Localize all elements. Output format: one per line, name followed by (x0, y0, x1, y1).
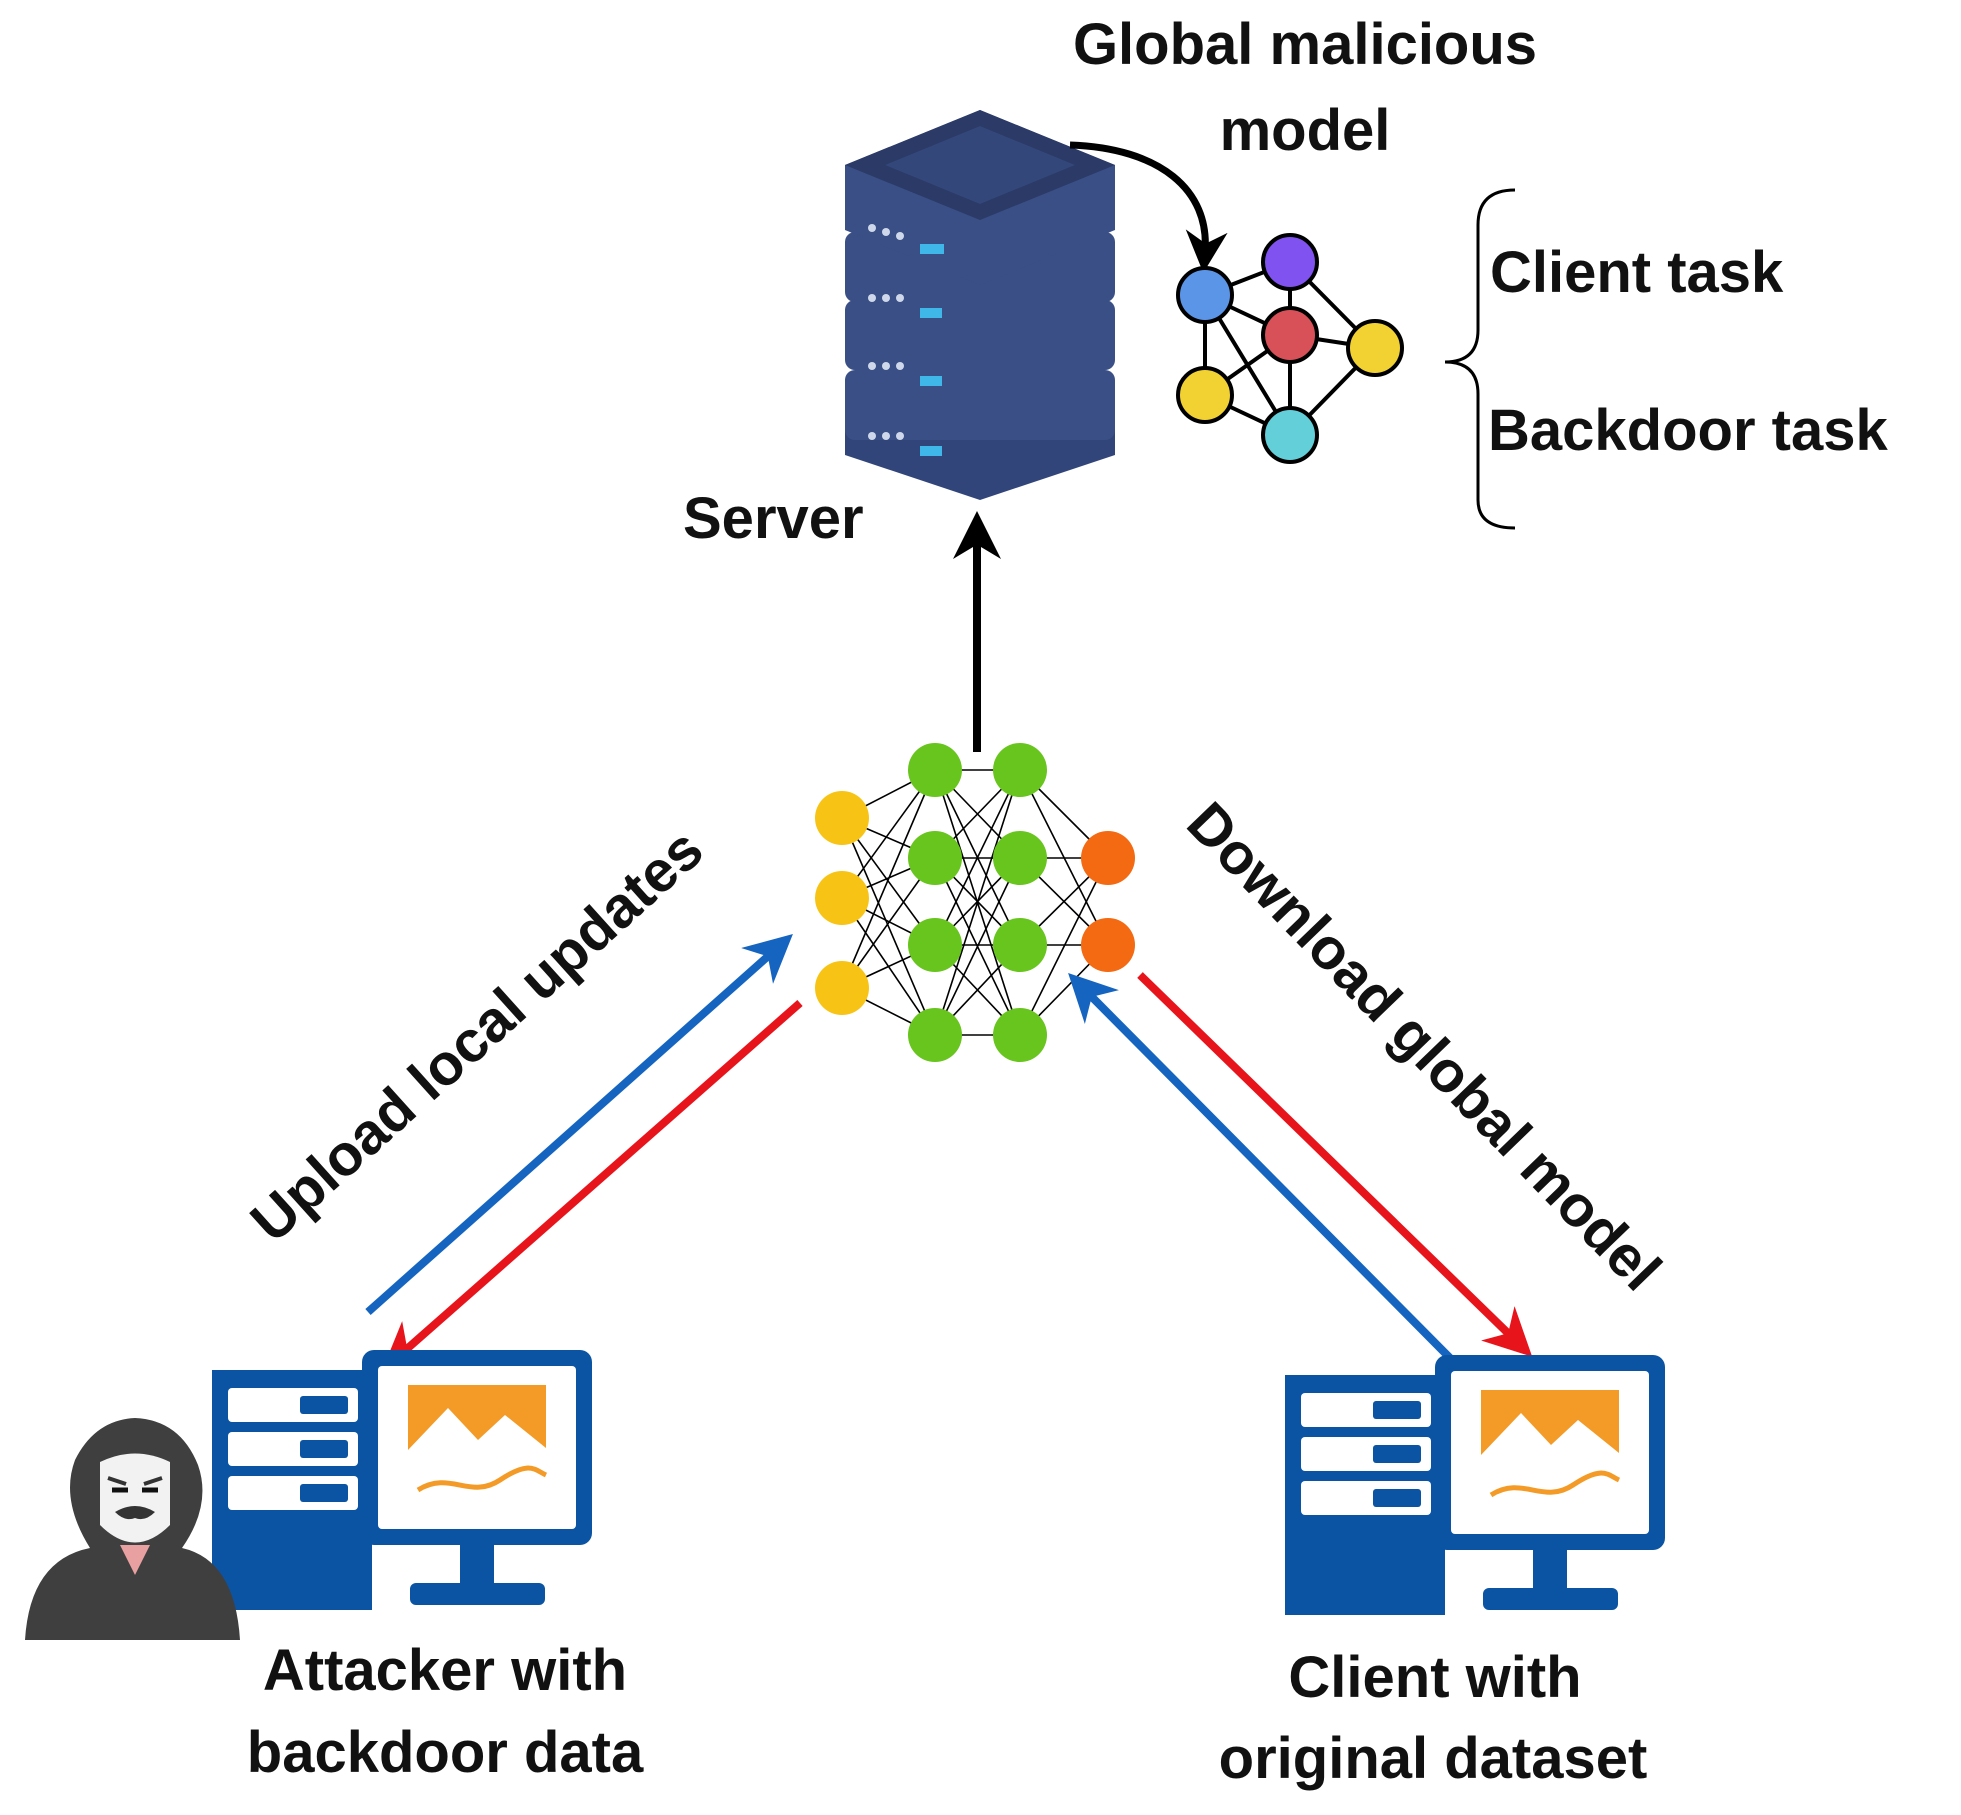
global-model-label-line1: Global malicious (1073, 12, 1537, 77)
backdoor-task-label: Backdoor task (1488, 398, 1888, 463)
upload-arrow-attacker (365, 934, 793, 1315)
download-label: Download global model (1175, 790, 1674, 1303)
nn-input-node (815, 791, 869, 845)
server-label: Server (683, 486, 864, 551)
nn-edge (841, 817, 936, 1036)
nn-edge (934, 769, 1021, 946)
server-icon (845, 110, 1115, 500)
nn-hidden2-node (993, 743, 1047, 797)
nn-hidden2-node (993, 1008, 1047, 1062)
nn-hidden2-node (993, 918, 1047, 972)
client-task-label: Client task (1490, 240, 1784, 305)
attacker-label-line1: Attacker with (263, 1638, 627, 1703)
nn-hidden2-node (993, 831, 1047, 885)
task-brace (1444, 188, 1516, 530)
nn-input-node (815, 871, 869, 925)
global-model-label-line2: model (1220, 98, 1391, 163)
nn-input-node (815, 961, 869, 1015)
nn-edge (934, 769, 1021, 1036)
client-computer-icon (1285, 1355, 1665, 1615)
nn-edge (1019, 857, 1109, 1036)
attacker-label-line2: backdoor data (247, 1720, 644, 1785)
nn-hidden1-node (908, 743, 962, 797)
global-malicious-model-icon (1176, 233, 1404, 464)
client-label-line1: Client with (1288, 1645, 1581, 1710)
client-label-line2: original dataset (1219, 1726, 1648, 1791)
nn-hidden1-node (908, 1008, 962, 1062)
nn-edge (934, 857, 1021, 1036)
neural-network-icon (815, 743, 1135, 1062)
nn-output-node (1081, 831, 1135, 885)
download-arrow-client (1137, 972, 1533, 1357)
hacker-icon (25, 1418, 240, 1640)
nn-hidden1-node (908, 918, 962, 972)
attacker-computer-icon (212, 1350, 592, 1610)
download-arrow-attacker (381, 999, 803, 1371)
nn-edge (841, 769, 936, 989)
upload-arrow-client (1068, 972, 1453, 1361)
nn-hidden1-node (908, 831, 962, 885)
model-derivation-arrow (1069, 141, 1228, 273)
nn-output-node (1081, 918, 1135, 972)
upload-label: Upload local updates (238, 816, 715, 1255)
